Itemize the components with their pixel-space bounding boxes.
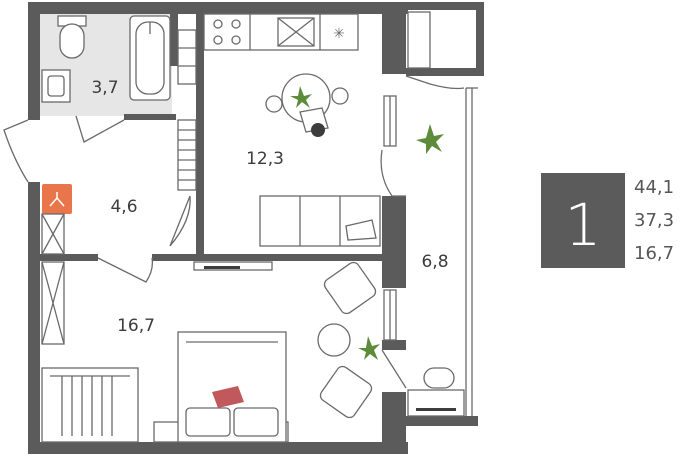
- armchair-bottom: [319, 365, 373, 419]
- doors: [3, 75, 465, 389]
- bathroom-area: 3,7: [91, 78, 118, 98]
- kitchen-living-area: 12,3: [246, 149, 284, 169]
- room-count-box: [541, 173, 625, 268]
- bedroom-area: 16,7: [117, 316, 155, 336]
- armchair-top: [323, 261, 377, 315]
- fridge: ✳: [333, 26, 345, 42]
- boiler: [42, 184, 72, 214]
- pillow: [212, 386, 244, 408]
- wardrobe-bedroom: [41, 261, 65, 345]
- plant-icon: [290, 86, 312, 108]
- sofa: [259, 195, 381, 247]
- kitchen-area: 16,7: [634, 243, 674, 264]
- tv-stand: [193, 261, 273, 271]
- plant-icon: [358, 336, 380, 360]
- dresser: [41, 367, 139, 443]
- svg-text:✳: ✳: [333, 26, 345, 42]
- wardrobe-hallway: [41, 213, 65, 255]
- room-count: 1: [565, 191, 602, 259]
- shelf-unit: [177, 29, 197, 85]
- sink: [41, 69, 71, 103]
- balcony-desk: [407, 367, 465, 417]
- balcony-area: 6,8: [421, 252, 448, 272]
- total-area: 44,1: [634, 177, 674, 198]
- kitchen-sink: [277, 17, 315, 47]
- bed: [153, 331, 289, 443]
- hallway-area: 4,6: [110, 197, 137, 217]
- toilet: [57, 15, 87, 59]
- stove: [213, 19, 241, 45]
- side-table: [317, 323, 351, 357]
- balcony-cabinet: [407, 11, 431, 69]
- living-area: 37,3: [634, 210, 674, 231]
- walls: [28, 2, 484, 454]
- plant-icon: [416, 124, 444, 154]
- windows: [383, 95, 397, 341]
- radiator: [177, 119, 197, 191]
- balcony-glazing: [465, 87, 478, 416]
- bathtub: [129, 15, 171, 101]
